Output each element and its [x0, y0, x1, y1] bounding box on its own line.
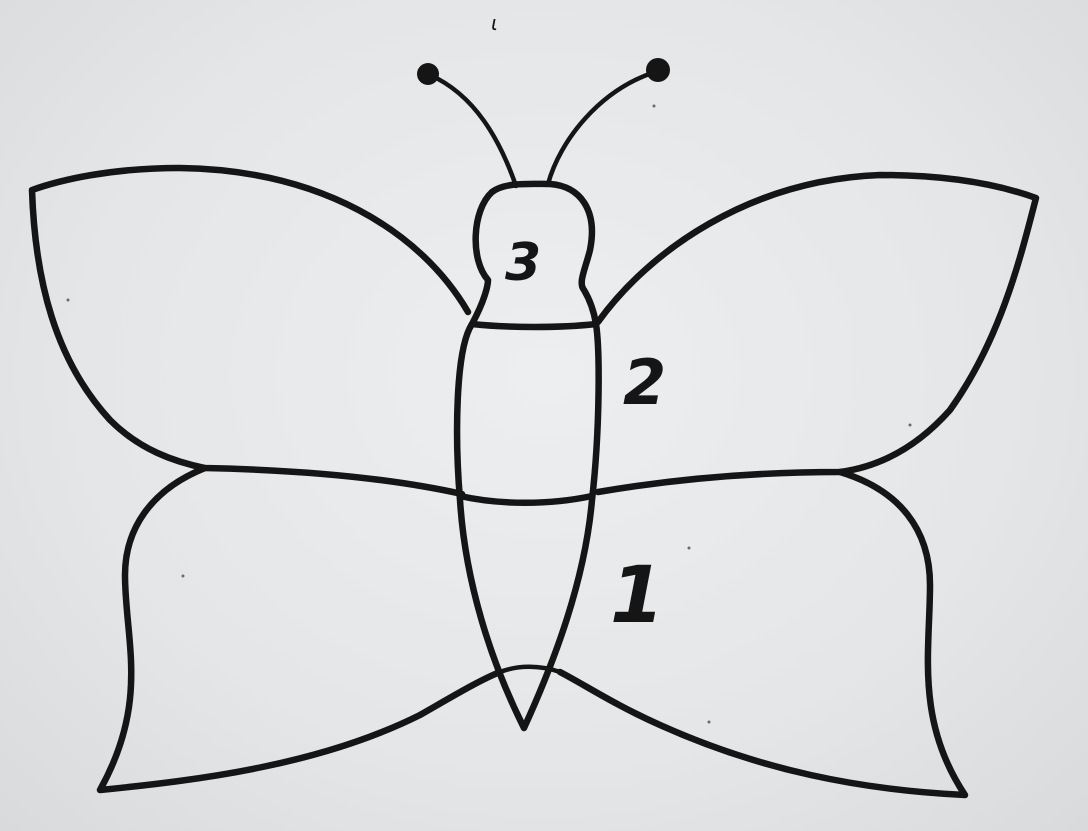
right-antenna: [548, 72, 655, 184]
upper-right-wing: [598, 175, 1036, 492]
lower-left-wing: [100, 468, 500, 790]
body-top-line: [472, 324, 596, 327]
left-antenna: [430, 75, 516, 186]
body-middle-line: [460, 496, 592, 503]
tail-tip-arc: [500, 667, 560, 672]
label-head-3: 3: [505, 233, 541, 293]
left-antenna-tip: [417, 63, 439, 85]
right-antenna-tip: [646, 58, 670, 82]
stray-pencil-mark: ι: [491, 11, 498, 35]
label-abdomen-1: 1: [610, 551, 664, 641]
upper-left-wing: [32, 168, 468, 494]
label-thorax-2: 2: [623, 346, 666, 419]
